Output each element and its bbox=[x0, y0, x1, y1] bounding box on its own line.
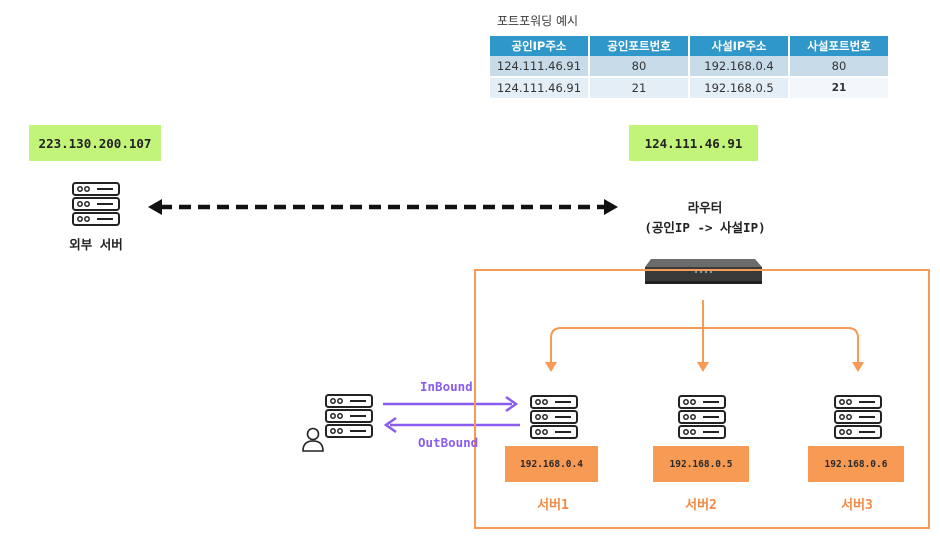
router-label-line2: (공인IP -> 사설IP) bbox=[644, 220, 766, 235]
client-server-icon bbox=[325, 394, 373, 438]
port-forwarding-title: 포트포워딩 예시 bbox=[497, 14, 579, 28]
table-cell: 21 bbox=[788, 76, 888, 98]
router-label-line1: 라우터 bbox=[687, 200, 723, 215]
port-forwarding-table: 공인IP주소 공인포트번호 사설IP주소 사설포트번호 124.111.46.9… bbox=[490, 36, 888, 98]
external-server-ip: 223.130.200.107 bbox=[29, 125, 161, 161]
arrow-head bbox=[697, 362, 709, 372]
table-cell: 192.168.0.4 bbox=[688, 56, 788, 76]
server2-ip: 192.168.0.5 bbox=[653, 446, 749, 482]
table-cell: 80 bbox=[788, 56, 888, 76]
server3-label: 서버3 bbox=[841, 498, 873, 513]
router-ip: 124.111.46.91 bbox=[629, 125, 758, 161]
distribution-arrows bbox=[550, 300, 859, 362]
header-private-port: 사설포트번호 bbox=[788, 36, 888, 56]
header-public-ip: 공인IP주소 bbox=[490, 36, 588, 56]
server1-ip: 192.168.0.4 bbox=[505, 446, 598, 482]
table-cell: 192.168.0.5 bbox=[688, 76, 788, 98]
table-cell: 124.111.46.91 bbox=[490, 56, 588, 76]
table-row: 124.111.46.91 21 192.168.0.5 21 bbox=[490, 76, 888, 98]
header-private-ip: 사설IP주소 bbox=[688, 36, 788, 56]
table-cell: 80 bbox=[588, 56, 688, 76]
server2-label: 서버2 bbox=[685, 498, 717, 513]
table-cell: 124.111.46.91 bbox=[490, 76, 588, 98]
internal-network-box bbox=[474, 269, 930, 529]
outbound-arrow bbox=[383, 416, 520, 434]
server1-label: 서버1 bbox=[537, 498, 569, 513]
server3-ip: 192.168.0.6 bbox=[808, 446, 904, 482]
table-cell: 21 bbox=[588, 76, 688, 98]
header-public-port: 공인포트번호 bbox=[588, 36, 688, 56]
external-server-label: 외부 서버 bbox=[69, 237, 123, 252]
inbound-arrow bbox=[383, 395, 519, 413]
outbound-label: OutBound bbox=[418, 435, 479, 450]
arrow-head bbox=[545, 362, 557, 372]
inbound-label: InBound bbox=[420, 379, 473, 394]
external-server-icon bbox=[72, 182, 120, 226]
table-row: 124.111.46.91 80 192.168.0.4 80 bbox=[490, 56, 888, 76]
arrow-head bbox=[852, 362, 864, 372]
user-icon bbox=[302, 427, 324, 452]
dashed-link-arrow bbox=[148, 199, 618, 215]
